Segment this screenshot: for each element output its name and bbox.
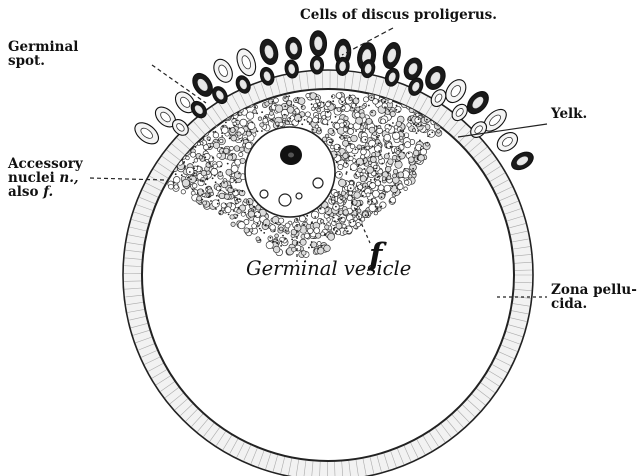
germinal-spot-highlight [288,153,294,158]
label-germinal-spot: Germinal spot. [8,40,78,68]
label-accessory-nuclei: Accessory nuclei n., also f. [8,157,83,199]
label-yelk: Yelk. [551,107,587,121]
label-zona-line1: Zona pellu- [551,283,637,297]
label-accessory-line2: nuclei n., [8,171,83,185]
label-accessory-f-symbol: f. [43,184,53,200]
label-accessory-line1: Accessory [8,157,83,171]
label-zona-line2: cida. [551,297,637,311]
label-accessory-line3: also f. [8,185,83,199]
label-accessory-n-symbol: n., [59,170,78,186]
label-cells-of-discus-proligerus: Cells of discus proligerus. [300,8,497,22]
label-germinal-spot-line2: spot. [8,54,78,68]
label-accessory-also-word: also [8,184,38,200]
label-germinal-spot-line1: Germinal [8,40,78,54]
label-germinal-vesicle: Germinal vesicle [246,258,411,280]
label-zona-pellucida: Zona pellu- cida. [551,283,637,311]
